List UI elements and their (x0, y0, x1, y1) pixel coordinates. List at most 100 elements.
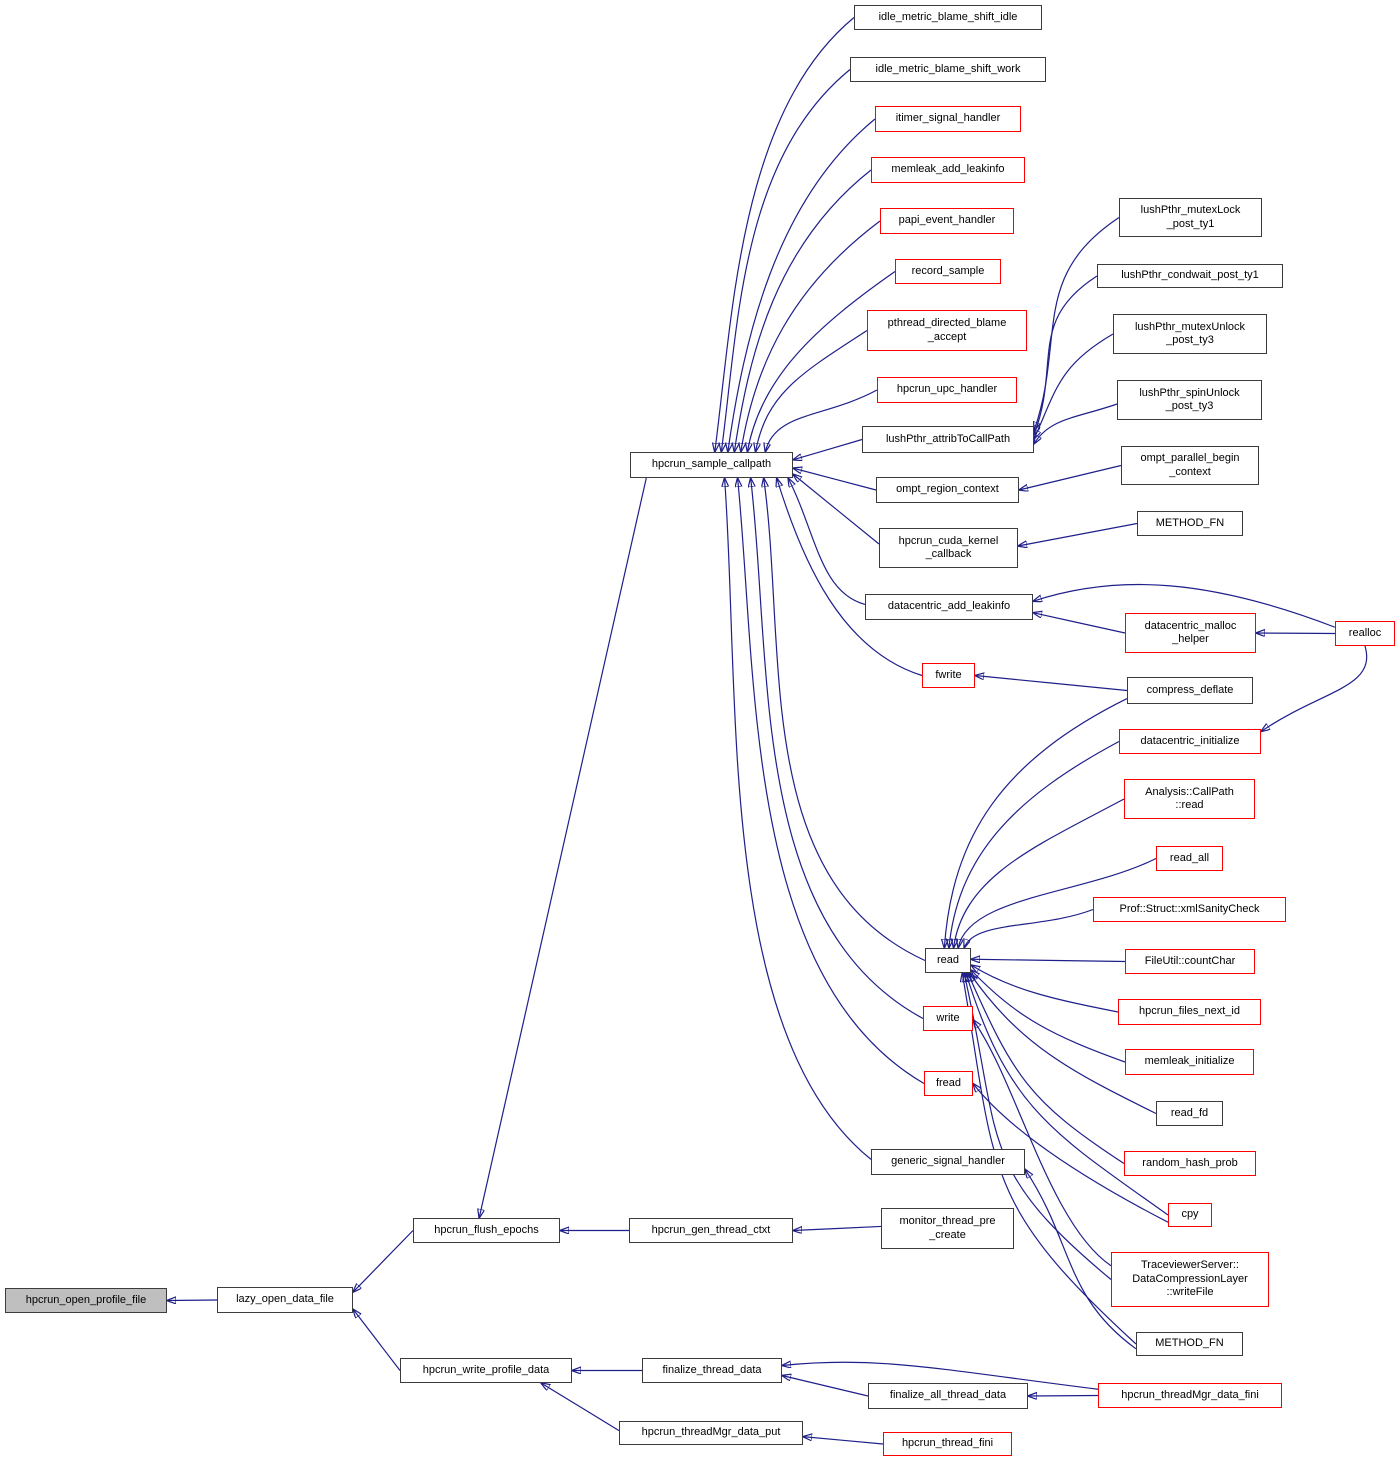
graph-node-hpcrun_files_next_id[interactable]: hpcrun_files_next_id (1118, 999, 1261, 1025)
node-label-line: generic_signal_handler (891, 1155, 1005, 1168)
edge-hpcrun_upc_handler-to-hpcrun_sample_callpath (765, 389, 878, 452)
graph-node-datacentric_malloc_helper[interactable]: datacentric_malloc_helper (1125, 613, 1256, 653)
graph-node-TraceviewerServer_DataCompressionLayer_writeFile[interactable]: TraceviewerServer::DataCompressionLayer:… (1111, 1252, 1269, 1307)
node-label-line: lushPthr_condwait_post_ty1 (1121, 269, 1259, 282)
edge-hpcrun_threadMgr_data_fini-to-finalize_thread_data (782, 1362, 1099, 1390)
graph-node-lazy_open_data_file[interactable]: lazy_open_data_file (217, 1287, 353, 1313)
node-label-line: _post_ty3 (1166, 334, 1214, 346)
edge-generic_signal_handler-to-hpcrun_sample_callpath (725, 478, 872, 1160)
graph-node-lushPthr_condwait_post_ty1[interactable]: lushPthr_condwait_post_ty1 (1097, 264, 1283, 288)
graph-node-Prof_Struct_xmlSanityCheck[interactable]: Prof::Struct::xmlSanityCheck (1093, 897, 1286, 922)
node-label-line: datacentric_initialize (1140, 734, 1240, 747)
graph-node-idle_metric_blame_shift_work[interactable]: idle_metric_blame_shift_work (850, 57, 1046, 82)
node-label-line: lazy_open_data_file (236, 1293, 334, 1306)
edge-memleak_add_leakinfo-to-hpcrun_sample_callpath (734, 169, 872, 452)
edge-METHOD_FN_bottom-to-generic_signal_handler (1025, 1169, 1137, 1350)
graph-node-finalize_thread_data[interactable]: finalize_thread_data (642, 1358, 782, 1383)
graph-node-pthread_directed_blame_accept[interactable]: pthread_directed_blame_accept (867, 310, 1027, 351)
node-label-line: hpcrun_gen_thread_ctxt (651, 1223, 771, 1236)
graph-node-hpcrun_flush_epochs[interactable]: hpcrun_flush_epochs (413, 1218, 560, 1243)
graph-node-lushPthr_mutexLock_post_ty1[interactable]: lushPthr_mutexLock_post_ty1 (1119, 198, 1262, 237)
graph-node-generic_signal_handler[interactable]: generic_signal_handler (871, 1149, 1025, 1175)
graph-node-lushPthr_mutexUnlock_post_ty3[interactable]: lushPthr_mutexUnlock_post_ty3 (1113, 314, 1267, 354)
edge-lushPthr_attribToCallPath-to-hpcrun_sample_callpath (793, 438, 863, 460)
graph-node-ompt_region_context[interactable]: ompt_region_context (876, 477, 1019, 503)
graph-node-hpcrun_gen_thread_ctxt[interactable]: hpcrun_gen_thread_ctxt (629, 1218, 793, 1243)
graph-node-hpcrun_sample_callpath[interactable]: hpcrun_sample_callpath (630, 452, 793, 478)
node-label-line: ompt_parallel_begin (1140, 452, 1240, 465)
graph-node-write[interactable]: write (923, 1006, 973, 1031)
node-label-line: fread (935, 1076, 962, 1089)
graph-node-finalize_all_thread_data[interactable]: finalize_all_thread_data (868, 1383, 1028, 1409)
graph-node-papi_event_handler[interactable]: papi_event_handler (880, 208, 1014, 234)
edge-hpcrun_write_profile_data-to-lazy_open_data_file (353, 1309, 401, 1371)
node-label-line: ::writeFile (1166, 1286, 1214, 1299)
node-label-line: _post_ty3 (1165, 400, 1214, 412)
node-label-line: _post_ty1 (1166, 217, 1215, 230)
graph-node-ompt_parallel_begin_context[interactable]: ompt_parallel_begin_context (1121, 446, 1259, 485)
graph-node-hpcrun_cuda_kernel_callback[interactable]: hpcrun_cuda_kernel_callback (879, 528, 1018, 568)
edge-monitor_thread_pre_create-to-hpcrun_gen_thread_ctxt (793, 1226, 882, 1230)
graph-node-hpcrun_thread_fini[interactable]: hpcrun_thread_fini (883, 1432, 1012, 1456)
graph-node-hpcrun_threadMgr_data_fini[interactable]: hpcrun_threadMgr_data_fini (1098, 1383, 1282, 1408)
graph-node-read_all[interactable]: read_all (1156, 846, 1223, 871)
graph-node-read[interactable]: read (925, 948, 971, 973)
graph-node-fread[interactable]: fread (924, 1071, 973, 1096)
edge-finalize_all_thread_data-to-finalize_thread_data (782, 1376, 869, 1397)
graph-node-fwrite[interactable]: fwrite (922, 663, 975, 688)
node-label-line: finalize_thread_data (662, 1363, 762, 1376)
node-label-line: memleak_add_leakinfo (891, 163, 1005, 176)
edge-pthread_directed_blame_accept-to-hpcrun_sample_callpath (756, 329, 868, 453)
graph-node-monitor_thread_pre_create[interactable]: monitor_thread_pre_create (881, 1208, 1014, 1249)
node-label-line: METHOD_FN (1155, 516, 1225, 529)
edge-hpcrun_threadMgr_data_fini-to-finalize_all_thread_data (1028, 1396, 1099, 1397)
edge-read_fd-to-read (970, 973, 1157, 1115)
graph-node-lushPthr_spinUnlock_post_ty3[interactable]: lushPthr_spinUnlock_post_ty3 (1117, 380, 1262, 420)
edge-fwrite-to-hpcrun_sample_callpath (777, 478, 923, 677)
graph-node-FileUtil_countChar[interactable]: FileUtil::countChar (1125, 949, 1255, 974)
graph-node-itimer_signal_handler[interactable]: itimer_signal_handler (875, 106, 1021, 132)
edge-cpy-to-read (966, 973, 1169, 1216)
edge-read-to-hpcrun_sample_callpath (764, 478, 926, 962)
graph-node-hpcrun_upc_handler[interactable]: hpcrun_upc_handler (877, 377, 1017, 403)
node-label-line: compress_deflate (1146, 683, 1234, 696)
graph-node-hpcrun_open_profile_file[interactable]: hpcrun_open_profile_file (5, 1288, 167, 1313)
graph-node-METHOD_FN_top[interactable]: METHOD_FN (1137, 511, 1243, 536)
node-label-line: _accept (927, 330, 967, 343)
edge-memleak_initialize-to-read (971, 970, 1126, 1063)
node-label-line: hpcrun_write_profile_data (422, 1363, 550, 1376)
node-label-line: hpcrun_sample_callpath (651, 458, 772, 471)
graph-node-realloc[interactable]: realloc (1335, 621, 1395, 646)
node-label-line: TraceviewerServer:: (1140, 1259, 1239, 1272)
graph-node-hpcrun_write_profile_data[interactable]: hpcrun_write_profile_data (400, 1358, 572, 1383)
edge-cpy-to-fread (973, 1084, 1169, 1223)
graph-node-idle_metric_blame_shift_idle[interactable]: idle_metric_blame_shift_idle (854, 5, 1042, 30)
graph-node-cpy[interactable]: cpy (1168, 1203, 1212, 1227)
node-label-line: _context (1169, 465, 1211, 478)
graph-node-Analysis_CallPath_read[interactable]: Analysis::CallPath::read (1124, 779, 1255, 819)
node-label-line: hpcrun_upc_handler (896, 383, 998, 396)
node-label-line: ::read (1175, 799, 1204, 811)
edge-Analysis_CallPath_read-to-read (954, 798, 1125, 948)
graph-node-compress_deflate[interactable]: compress_deflate (1127, 677, 1253, 704)
graph-node-METHOD_FN_bottom[interactable]: METHOD_FN (1136, 1332, 1243, 1356)
node-label-line: lushPthr_spinUnlock (1139, 386, 1240, 399)
edge-record_sample-to-hpcrun_sample_callpath (747, 271, 896, 453)
edge-idle_metric_blame_shift_work-to-hpcrun_sample_callpath (721, 69, 851, 453)
edge-idle_metric_blame_shift_idle-to-hpcrun_sample_callpath (715, 17, 855, 453)
node-label-line: Analysis::CallPath (1145, 785, 1234, 798)
node-label-line: realloc (1348, 626, 1382, 639)
graph-node-memleak_initialize[interactable]: memleak_initialize (1125, 1049, 1254, 1075)
edge-lazy_open_data_file-to-hpcrun_open_profile_file (167, 1300, 218, 1301)
edge-random_hash_prob-to-read (968, 973, 1125, 1165)
graph-node-lushPthr_attribToCallPath[interactable]: lushPthr_attribToCallPath (862, 426, 1034, 453)
graph-node-random_hash_prob[interactable]: random_hash_prob (1124, 1151, 1256, 1176)
graph-node-datacentric_initialize[interactable]: datacentric_initialize (1119, 729, 1261, 754)
edge-TraceviewerServer_DataCompressionLayer_writeFile-to-write (973, 1020, 1112, 1267)
graph-node-hpcrun_threadMgr_data_put[interactable]: hpcrun_threadMgr_data_put (619, 1421, 803, 1445)
graph-node-read_fd[interactable]: read_fd (1156, 1101, 1223, 1126)
graph-node-record_sample[interactable]: record_sample (895, 259, 1001, 284)
graph-node-memleak_add_leakinfo[interactable]: memleak_add_leakinfo (871, 157, 1025, 183)
node-label-line: _create (929, 1228, 966, 1241)
graph-node-datacentric_add_leakinfo[interactable]: datacentric_add_leakinfo (865, 594, 1033, 620)
